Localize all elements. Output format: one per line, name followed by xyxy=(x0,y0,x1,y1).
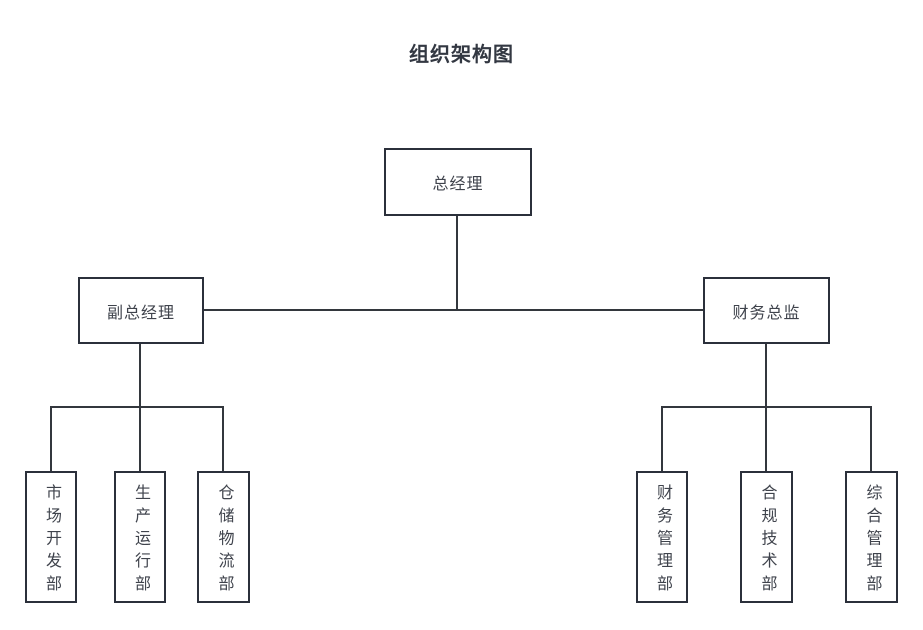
node-finance-director-label: 财务总监 xyxy=(732,304,801,322)
node-dept-warehouse-logistics: 仓储物流部 xyxy=(197,471,250,603)
connector-left-branch-horizontal xyxy=(50,406,224,408)
connector-left-drop-warehouse xyxy=(222,406,224,471)
diagram-title: 组织架构图 xyxy=(409,44,514,66)
connector-managers-horizontal xyxy=(204,309,703,311)
node-general-manager-label: 总经理 xyxy=(432,176,484,193)
connector-right-branch-horizontal xyxy=(661,406,872,408)
node-dept-production-operation-label: 生产运行部 xyxy=(132,483,149,598)
connector-right-drop-general xyxy=(870,406,872,471)
node-dept-financial-management-label: 财务管理部 xyxy=(654,483,671,598)
node-dept-financial-management: 财务管理部 xyxy=(636,471,688,603)
node-dept-general-management: 综合管理部 xyxy=(845,471,898,603)
node-dept-production-operation: 生产运行部 xyxy=(114,471,166,603)
node-dept-general-management-label: 综合管理部 xyxy=(863,483,881,598)
connector-right-drop-finance xyxy=(661,406,663,471)
node-finance-director: 财务总监 xyxy=(703,277,830,344)
node-general-manager: 总经理 xyxy=(384,148,532,216)
node-deputy-general-manager-label: 副总经理 xyxy=(106,304,175,322)
node-deputy-general-manager: 副总经理 xyxy=(78,277,204,344)
connector-left-drop-market xyxy=(50,406,52,471)
node-dept-warehouse-logistics-label: 仓储物流部 xyxy=(215,483,233,598)
node-dept-compliance-technology-label: 合规技术部 xyxy=(758,483,776,598)
node-dept-market-development-label: 市场开发部 xyxy=(43,483,60,598)
connector-root-vertical xyxy=(456,216,458,311)
node-dept-compliance-technology: 合规技术部 xyxy=(740,471,793,603)
node-dept-market-development: 市场开发部 xyxy=(25,471,77,603)
